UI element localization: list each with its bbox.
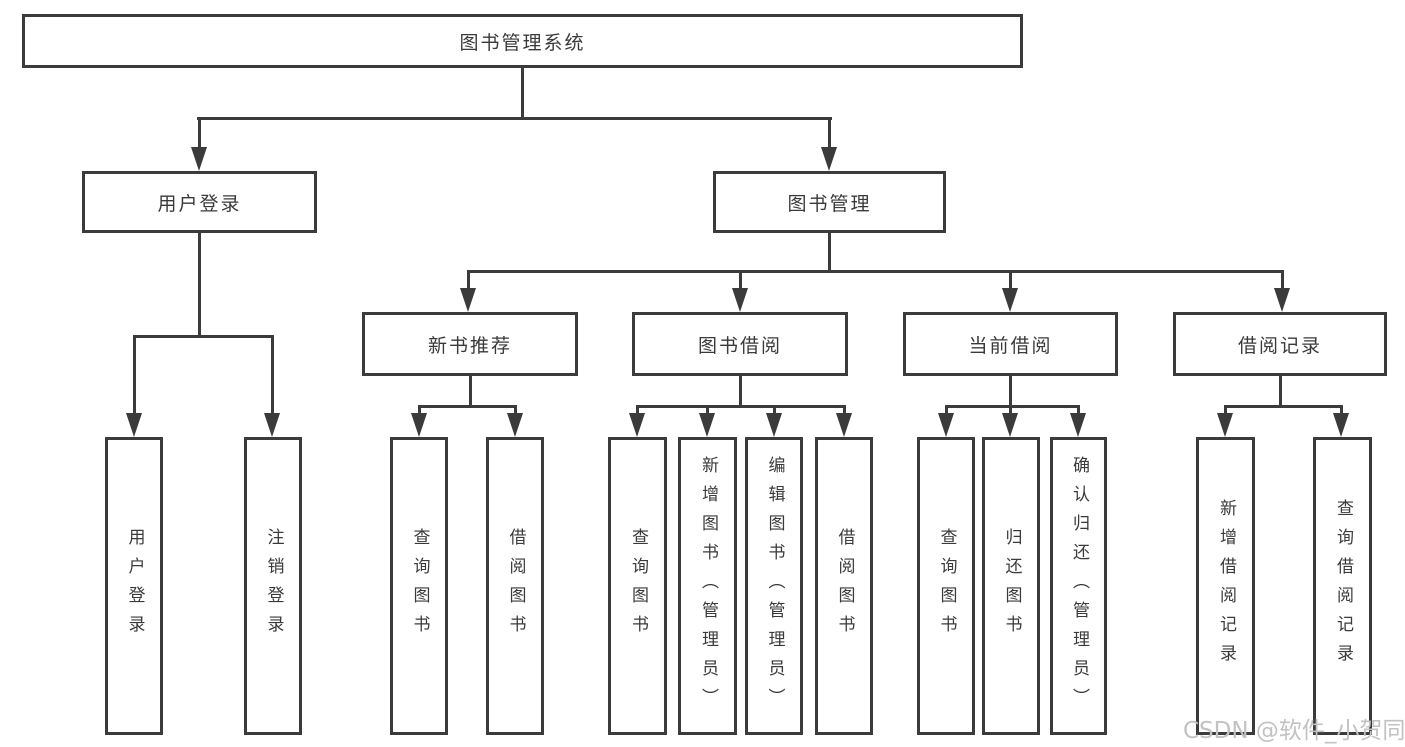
arrow-down-icon [821,147,837,171]
arrow-down-icon [1333,413,1349,437]
connector-line [514,405,517,415]
arrow-down-icon [191,147,207,171]
connector-line [1224,405,1227,415]
arrow-down-icon [836,413,852,437]
arrow-down-icon [1217,413,1233,437]
leaf-borrow-book-recommend: 借阅图书 [486,437,544,735]
connector-line [521,68,524,119]
watermark: CSDN @软件_小贺同学 [1183,718,1405,744]
connector-line [1340,405,1343,415]
leaf-add-book-admin: 新增图书（管理员） [678,437,737,735]
leaf-borrow-book: 借阅图书 [815,437,873,735]
arrow-down-icon [938,413,954,437]
leaf-query-borrow-record: 查询借阅记录 [1313,437,1372,735]
connector-line [133,335,136,413]
arrow-down-icon [1274,288,1290,312]
node-book-borrowing: 图书借阅 [632,312,848,376]
connector-line [1009,376,1012,407]
connector-line [1009,405,1012,415]
node-borrow-records: 借阅记录 [1173,312,1387,376]
connector-line [418,405,517,408]
connector-line [706,405,709,415]
arrow-down-icon [264,413,280,437]
connector-line [198,117,201,149]
leaf-query-book-recommend: 查询图书 [390,437,448,735]
arrow-down-icon [460,288,476,312]
leaf-add-borrow-record: 新增借阅记录 [1196,437,1255,735]
connector-line [133,335,274,338]
arrow-down-icon [1002,413,1018,437]
arrow-down-icon [1002,288,1018,312]
node-library-system: 图书管理系统 [22,14,1023,68]
node-current-borrowing: 当前借阅 [903,312,1118,376]
connector-line [739,270,742,290]
leaf-query-book-borrowing: 查询图书 [608,437,667,735]
node-new-book-recommend: 新书推荐 [362,312,578,376]
connector-line [636,405,846,408]
connector-line [198,233,201,337]
leaf-logout-login: 注销登录 [244,437,302,735]
leaf-edit-book-admin: 编辑图书（管理员） [745,437,803,735]
arrow-down-icon [732,288,748,312]
arrow-down-icon [629,413,645,437]
leaf-confirm-return-admin: 确认归还（管理员） [1050,437,1107,735]
connector-line [1281,270,1284,290]
arrow-down-icon [699,413,715,437]
connector-line [1077,405,1080,415]
arrow-down-icon [126,413,142,437]
connector-line [739,376,742,407]
connector-line [636,405,639,415]
node-user-login: 用户登录 [82,171,317,233]
connector-line [828,233,831,272]
connector-line [1279,376,1282,407]
connector-line [1224,405,1343,408]
leaf-return-book: 归还图书 [982,437,1040,735]
connector-line [843,405,846,415]
leaf-user-login: 用户登录 [105,437,163,735]
leaf-query-book-current: 查询图书 [917,437,975,735]
arrow-down-icon [1070,413,1086,437]
node-book-management: 图书管理 [713,171,946,233]
arrow-down-icon [766,413,782,437]
connector-line [773,405,776,415]
connector-line [418,405,421,415]
arrow-down-icon [411,413,427,437]
connector-line [469,376,472,407]
connector-line [828,117,831,149]
arrow-down-icon [507,413,523,437]
connector-line [945,405,1080,408]
connector-line [1009,270,1012,290]
connector-line [467,270,470,290]
connector-line [467,270,1284,273]
connector-line [197,117,832,120]
connector-line [945,405,948,415]
connector-line [271,335,274,413]
